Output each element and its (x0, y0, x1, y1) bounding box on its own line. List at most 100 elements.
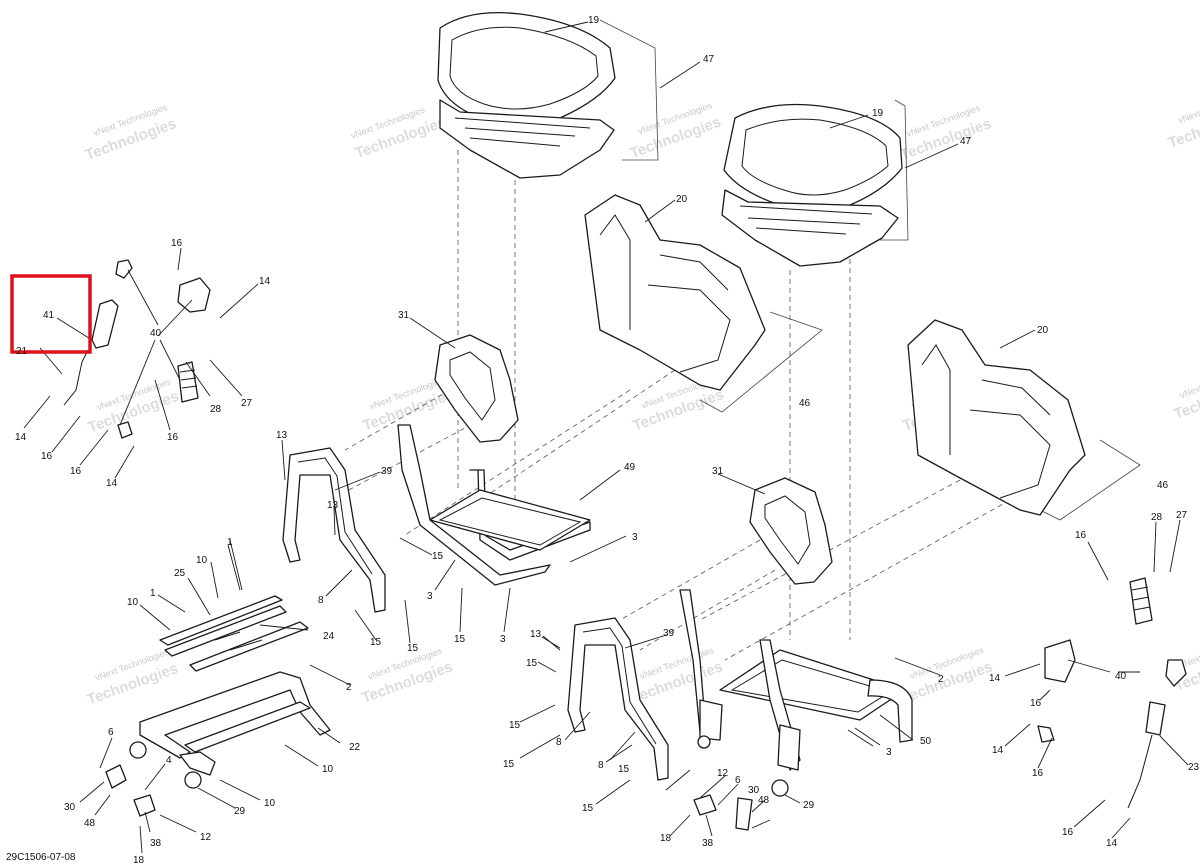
callout-label[interactable]: 15 (526, 658, 538, 669)
callout-label[interactable]: 1 (227, 537, 233, 548)
callout-label[interactable]: 29 (234, 806, 246, 817)
callout-label[interactable]: 15 (432, 551, 444, 562)
leader-lines (23, 21, 1189, 854)
back-pad-left (434, 334, 519, 443)
callout-label[interactable]: 16 (171, 238, 183, 249)
callout-label[interactable]: 20 (1037, 325, 1049, 336)
callout-label[interactable]: 14 (15, 432, 27, 443)
callout-label[interactable]: 22 (349, 742, 361, 753)
callout-label[interactable]: 16 (41, 451, 53, 462)
callout-label[interactable]: 1 (150, 588, 156, 599)
callout-label[interactable]: 20 (676, 194, 688, 205)
base-frame-22 (139, 671, 331, 776)
callout-label[interactable]: 46 (799, 398, 811, 409)
callout-label[interactable]: 47 (703, 54, 715, 65)
callout-label[interactable]: 18 (660, 833, 672, 844)
callout-label[interactable]: 39 (663, 628, 675, 639)
callout-label[interactable]: 21 (16, 346, 28, 357)
back-pad-right (749, 477, 833, 585)
highlighted-callout-label[interactable]: 41 (43, 310, 55, 321)
callout-label[interactable]: 3 (632, 532, 638, 543)
callout-label[interactable]: 8 (598, 760, 604, 771)
callout-label[interactable]: 8 (318, 595, 324, 606)
back-frame-left (282, 447, 386, 613)
callout-label[interactable]: 30 (748, 785, 760, 796)
callout-label[interactable]: 6 (108, 727, 114, 738)
callout-label[interactable]: 16 (1030, 698, 1042, 709)
callout-label[interactable]: 13 (276, 430, 288, 441)
callout-label[interactable]: 10 (322, 764, 334, 775)
selected-part-highlight[interactable] (10, 274, 92, 354)
callout-label[interactable]: 27 (1176, 510, 1188, 521)
callout-label[interactable]: 14 (259, 276, 271, 287)
callout-label[interactable]: 48 (758, 795, 770, 806)
callout-label[interactable]: 12 (717, 768, 729, 779)
callout-label[interactable]: 15 (407, 643, 419, 654)
seat-cushion-right (721, 103, 903, 267)
callout-label[interactable]: 23 (1188, 762, 1200, 773)
callout-label[interactable]: 15 (582, 803, 594, 814)
callout-label[interactable]: 38 (150, 838, 162, 849)
callout-label[interactable]: 28 (210, 404, 222, 415)
callout-label[interactable]: 3 (886, 747, 892, 758)
callout-numbers: 19 47 19 47 20 46 20 46 31 31 49 50 39 3… (15, 15, 1200, 864)
callout-label[interactable]: 3 (427, 591, 433, 602)
callout-label[interactable]: 28 (1151, 512, 1163, 523)
callout-label[interactable]: 13 (327, 500, 339, 511)
callout-label[interactable]: 2 (346, 682, 352, 693)
callout-label[interactable]: 3 (500, 634, 506, 645)
callout-label[interactable]: 40 (1115, 671, 1127, 682)
callout-label[interactable]: 18 (133, 855, 145, 864)
callout-label[interactable]: 29 (803, 800, 815, 811)
callout-label[interactable]: 15 (509, 720, 521, 731)
callout-label[interactable]: 10 (196, 555, 208, 566)
watermark-text: Technologies (1172, 374, 1200, 423)
callout-label[interactable]: 12 (200, 832, 212, 843)
seat-slider-rails (159, 595, 309, 672)
callout-label[interactable]: 16 (70, 466, 82, 477)
callout-label[interactable]: 27 (241, 398, 253, 409)
callout-label[interactable]: 15 (370, 637, 382, 648)
callout-label[interactable]: 10 (264, 798, 276, 809)
callout-label[interactable]: 16 (1062, 827, 1074, 838)
seat-frame-49 (397, 424, 591, 586)
callout-label[interactable]: 24 (323, 631, 335, 642)
back-frame-right (567, 617, 669, 781)
callout-label[interactable]: 40 (150, 328, 162, 339)
callout-label[interactable]: 16 (1075, 530, 1087, 541)
callout-label[interactable]: 15 (503, 759, 515, 770)
diagram-code: 29C1506-07-08 (6, 852, 76, 863)
callout-label[interactable]: 47 (960, 136, 972, 147)
seat-cushion-left (437, 11, 616, 179)
callout-label[interactable]: 16 (1032, 768, 1044, 779)
callout-label[interactable]: 4 (166, 755, 172, 766)
seat-belt-retractor-right (1037, 577, 1187, 809)
callout-label[interactable]: 14 (992, 745, 1004, 756)
callout-label[interactable]: 19 (588, 15, 600, 26)
callout-label[interactable]: 39 (381, 466, 393, 477)
callout-label[interactable]: 15 (454, 634, 466, 645)
callout-label[interactable]: 2 (938, 674, 944, 685)
callout-label[interactable]: 10 (127, 597, 139, 608)
callout-label[interactable]: 46 (1157, 480, 1169, 491)
callout-label[interactable]: 14 (1106, 838, 1118, 849)
callout-label[interactable]: 14 (989, 673, 1001, 684)
watermark-text: vNext (1177, 108, 1200, 125)
callout-label[interactable]: 48 (84, 818, 96, 829)
callout-label[interactable]: 49 (624, 462, 636, 473)
callout-label[interactable]: 13 (530, 629, 542, 640)
callout-label[interactable]: 15 (618, 764, 630, 775)
seat-back-right (907, 319, 1086, 516)
callout-label[interactable]: 6 (735, 775, 741, 786)
callout-label[interactable]: 19 (872, 108, 884, 119)
callout-label[interactable]: 14 (106, 478, 118, 489)
callout-label[interactable]: 50 (920, 736, 932, 747)
callout-label[interactable]: 30 (64, 802, 76, 813)
callout-label[interactable]: 16 (167, 432, 179, 443)
callout-label[interactable]: 31 (398, 310, 410, 321)
callout-label[interactable]: 25 (174, 568, 186, 579)
callout-label[interactable]: 38 (702, 838, 714, 849)
callout-label[interactable]: 8 (556, 737, 562, 748)
callout-label[interactable]: 31 (712, 466, 724, 477)
